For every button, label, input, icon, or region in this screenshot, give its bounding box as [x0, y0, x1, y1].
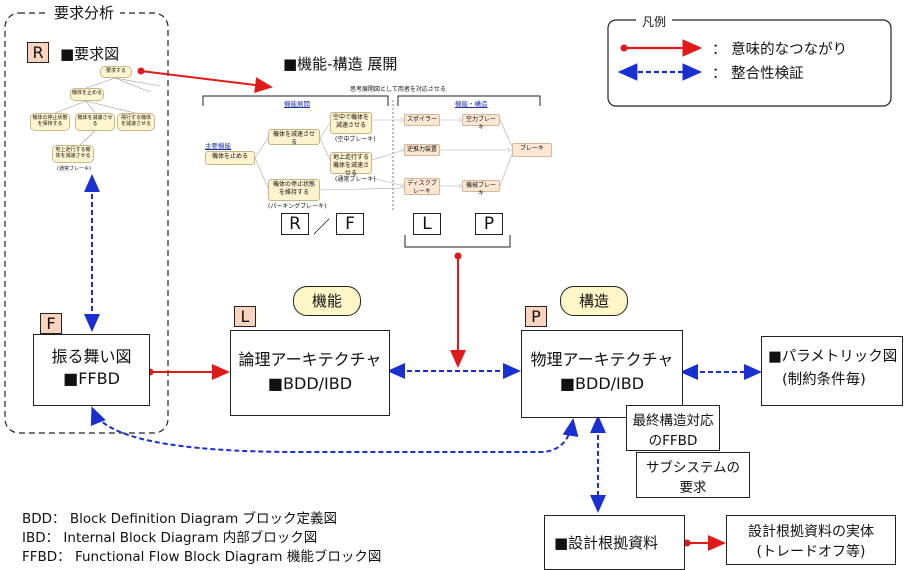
design-entity-box[interactable]: 設計根拠資料の実体 (トレードオフ等) [726, 515, 896, 565]
req-note: (通常ブレーキ) [57, 166, 91, 172]
logical-subtitle: ■BDD/IBD [267, 374, 353, 393]
req-node: 要求する [100, 66, 132, 78]
consider-note: 思考展開図として両者を対応させる [350, 86, 446, 93]
physical-subtitle: ■BDD/IBD [559, 374, 645, 393]
legend-consistency-label: ： 整合性検証 [712, 66, 804, 82]
legend-title: 凡例 [636, 13, 673, 30]
function-structure-title: ■機能-構造 展開 [283, 55, 398, 73]
legend-semantic-label: ： 意味的なつながり [712, 42, 848, 58]
requirements-analysis-frame [4, 12, 169, 434]
structure-node: スポイラー [404, 114, 440, 126]
r-f-slash: ／ [313, 218, 330, 238]
behavior-tag: F [40, 313, 62, 334]
design-basis-title: ■設計根拠資料 [554, 534, 659, 552]
r-label-box: R [281, 213, 309, 235]
final-ffbd-line2: のFFBD [648, 433, 698, 449]
function-expansion-header: 機能展開 [284, 100, 310, 108]
definitions-list: BDD： Block Definition Diagram ブロック定義図 IB… [22, 510, 381, 567]
l-label-box: L [413, 213, 441, 235]
definition-bdd: BDD： Block Definition Diagram ブロック定義図 [22, 511, 338, 527]
function-node: 空中で機体を減速させる [330, 112, 372, 134]
req-node: 機体の停止状態を保持する [30, 113, 70, 131]
structure-node: 逆推力装置 [404, 144, 440, 156]
parametric-subtitle: (制約条件毎) [782, 372, 866, 388]
parametric-box[interactable]: ■パラメトリック図 (制約条件毎) [761, 336, 903, 406]
structure-node: 空力ブレーキ [462, 114, 500, 131]
parametric-title: ■パラメトリック図 [768, 349, 898, 365]
behavior-title: 振る舞い図 [51, 347, 132, 366]
physical-tag: P [525, 306, 547, 327]
requirements-diagram-tag: R [27, 42, 49, 63]
logical-title: 論理アーキテクチャ [238, 350, 382, 369]
req-node: 機体を止める [70, 88, 104, 101]
physical-architecture-box[interactable]: 物理アーキテクチャ ■BDD/IBD [521, 330, 683, 418]
definition-ffbd: FFBD： Functional Flow Block Diagram 機能ブロ… [22, 549, 382, 565]
function-node: 地上走行する機体を減速させる [330, 152, 372, 177]
definition-ibd: IBD： Internal Block Diagram 内部ブロック図 [22, 530, 318, 546]
function-node: 機体を減速させる [268, 129, 320, 146]
main-function-label: 主要機能 [205, 142, 231, 150]
function-note: (空中ブレーキ) [335, 136, 376, 143]
subsystem-line1: サブシステムの [645, 460, 741, 476]
final-ffbd-box[interactable]: 最終構造対応 のFFBD [626, 405, 720, 451]
structure-header: 機能・構造 [455, 100, 488, 108]
design-basis-box[interactable]: ■設計根拠資料 [544, 515, 685, 570]
req-node: 機体を減速させる [75, 113, 115, 131]
logical-tag: L [234, 306, 256, 327]
req-node: 地上走行する機体を減速させる [52, 145, 94, 163]
structure-node: 機械ブレーキ [462, 180, 500, 197]
subsystem-line2: 要求 [679, 480, 707, 496]
physical-pill: 構造 [560, 286, 628, 316]
f-label-box: F [336, 213, 364, 235]
design-entity-line1: 設計根拠資料の実体 [748, 524, 874, 540]
function-node: 機体の停止状態を維持する [268, 179, 320, 201]
behavior-box[interactable]: 振る舞い図 ■FFBD [33, 334, 150, 406]
legend-frame [607, 19, 892, 107]
structure-node: ディスクブレーキ [404, 178, 440, 195]
physical-title: 物理アーキテクチャ [530, 350, 674, 369]
req-node: 飛行する機体を減速させる [117, 113, 155, 131]
p-label-box: P [475, 213, 503, 235]
design-entity-line2: (トレードオフ等) [756, 544, 866, 560]
requirements-diagram-title: ■要求図 [60, 45, 120, 63]
final-ffbd-line1: 最終構造対応 [632, 413, 714, 429]
subsystem-box[interactable]: サブシステムの 要求 [636, 452, 750, 498]
function-note: (通常ブレーキ) [335, 176, 376, 183]
function-note: (パーキングブレーキ) [268, 203, 327, 210]
logical-architecture-box[interactable]: 論理アーキテクチャ ■BDD/IBD [230, 330, 390, 416]
logical-pill: 機能 [293, 286, 361, 316]
function-node: 機体を止める [205, 151, 255, 165]
behavior-subtitle: ■FFBD [63, 369, 120, 388]
requirements-analysis-title: 要求分析 [48, 2, 121, 23]
structure-node: ブレーキ [512, 143, 552, 157]
